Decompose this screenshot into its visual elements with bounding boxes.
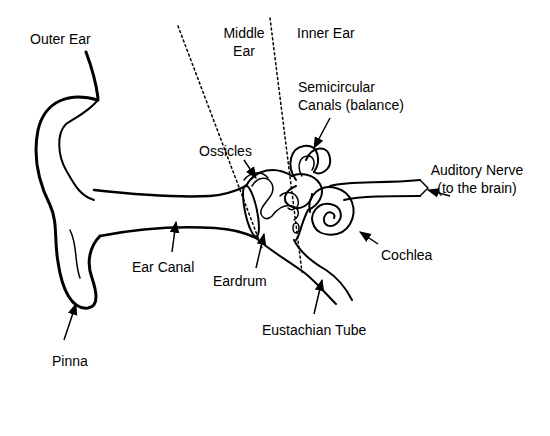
section-label: Outer Ear <box>30 30 130 48</box>
part-label: Ear Canal <box>132 258 222 276</box>
leader-arrow <box>172 222 176 252</box>
eustachian-tube-shape <box>256 238 336 304</box>
auditory-nerve-shape <box>344 196 420 200</box>
part-label: Eustachian Tube <box>262 321 402 339</box>
round-window <box>293 223 299 233</box>
pinna-outline <box>36 97 100 308</box>
leader-line <box>86 52 98 98</box>
part-label: Auditory Nerve (to the brain) <box>422 161 532 197</box>
leader-arrow <box>314 280 322 314</box>
leader-arrow <box>360 232 378 244</box>
part-label: Ossicles <box>199 142 279 160</box>
eustachian-tube-shape <box>294 240 352 300</box>
pinna-lobe-fold <box>70 230 80 278</box>
section-label: Inner Ear <box>297 24 387 42</box>
section-label: Middle Ear <box>218 24 270 60</box>
pinna-helix <box>59 100 98 200</box>
ossicles-shape <box>252 178 298 220</box>
part-label: Semicircular Canals (balance) <box>298 78 414 114</box>
section-divider <box>178 26 262 248</box>
section-divider <box>270 18 302 272</box>
auditory-nerve-shape <box>330 180 420 186</box>
part-label: Cochlea <box>381 246 471 264</box>
eardrum-shape <box>240 184 263 237</box>
ear-canal-wall <box>100 227 256 238</box>
part-label: Pinna <box>52 352 132 370</box>
semicircular-canal <box>306 148 330 173</box>
semicircular-canal <box>285 186 312 208</box>
leader-arrow <box>244 160 256 178</box>
auditory-nerve-shape <box>420 180 428 196</box>
cochlea-spiral <box>309 187 353 235</box>
leader-arrow <box>314 118 330 148</box>
leader-arrow <box>256 234 264 268</box>
ossicles-shape <box>280 193 298 210</box>
part-label: Eardrum <box>213 272 303 290</box>
ear-canal-wall <box>94 186 246 197</box>
leader-arrow <box>64 304 76 340</box>
